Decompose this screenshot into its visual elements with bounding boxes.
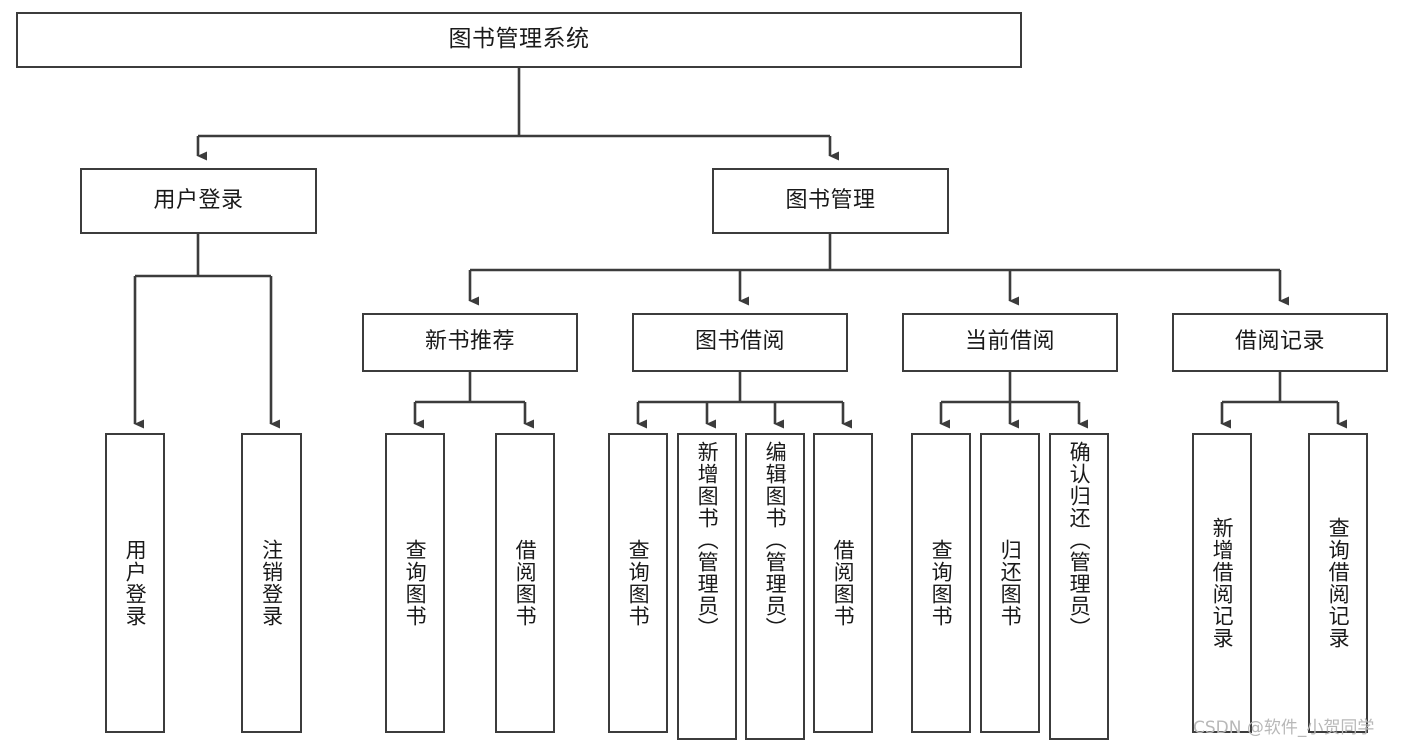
node-label: 查询图书 bbox=[929, 539, 954, 627]
node-label: 查询图书 bbox=[626, 539, 651, 627]
leaf-new-book-query[interactable]: 查询图书 bbox=[385, 433, 445, 733]
leaf-borrow-record-add[interactable]: 新增借阅记录 bbox=[1192, 433, 1252, 733]
node-current-borrow[interactable]: 当前借阅 bbox=[902, 313, 1118, 372]
leaf-user-login-login[interactable]: 用户登录 bbox=[105, 433, 165, 733]
leaf-current-borrow-confirm[interactable]: 确认归还（管理员） bbox=[1049, 433, 1109, 740]
node-label: 借阅图书 bbox=[831, 539, 856, 627]
leaf-book-borrow-query[interactable]: 查询图书 bbox=[608, 433, 668, 733]
node-label: 图书借阅 bbox=[694, 329, 785, 355]
node-new-book-recommend[interactable]: 新书推荐 bbox=[362, 313, 578, 372]
node-label: 编辑图书（管理员） bbox=[763, 441, 788, 639]
node-label: 注销登录 bbox=[259, 539, 284, 627]
leaf-borrow-record-query[interactable]: 查询借阅记录 bbox=[1308, 433, 1368, 733]
node-label: 借阅图书 bbox=[513, 539, 538, 627]
node-label: 新书推荐 bbox=[424, 329, 515, 355]
leaf-book-borrow-lend[interactable]: 借阅图书 bbox=[813, 433, 873, 733]
node-label: 图书管理 bbox=[785, 187, 876, 213]
leaf-current-borrow-query[interactable]: 查询图书 bbox=[911, 433, 971, 733]
node-label: 新增借阅记录 bbox=[1210, 517, 1235, 649]
node-root-system[interactable]: 图书管理系统 bbox=[16, 12, 1022, 68]
node-label: 确认归还（管理员） bbox=[1067, 441, 1092, 639]
node-label: 当前借阅 bbox=[964, 329, 1055, 355]
node-label: 图书管理系统 bbox=[448, 26, 590, 53]
node-label: 查询图书 bbox=[403, 539, 428, 627]
node-book-management[interactable]: 图书管理 bbox=[712, 168, 949, 234]
leaf-book-borrow-edit[interactable]: 编辑图书（管理员） bbox=[745, 433, 805, 740]
watermark-text: CSDN @软件_小贺同学 bbox=[1193, 718, 1375, 738]
node-label: 用户登录 bbox=[153, 187, 244, 213]
leaf-current-borrow-return[interactable]: 归还图书 bbox=[980, 433, 1040, 733]
leaf-user-login-logout[interactable]: 注销登录 bbox=[241, 433, 302, 733]
leaf-new-book-borrow[interactable]: 借阅图书 bbox=[495, 433, 555, 733]
node-user-login[interactable]: 用户登录 bbox=[80, 168, 317, 234]
leaf-book-borrow-add[interactable]: 新增图书（管理员） bbox=[677, 433, 737, 740]
node-label: 借阅记录 bbox=[1234, 329, 1325, 355]
node-label: 归还图书 bbox=[998, 539, 1023, 627]
node-label: 新增图书（管理员） bbox=[695, 441, 720, 639]
node-borrow-record[interactable]: 借阅记录 bbox=[1172, 313, 1388, 372]
node-label: 查询借阅记录 bbox=[1326, 517, 1351, 649]
node-label: 用户登录 bbox=[123, 539, 148, 627]
node-book-borrow[interactable]: 图书借阅 bbox=[632, 313, 848, 372]
